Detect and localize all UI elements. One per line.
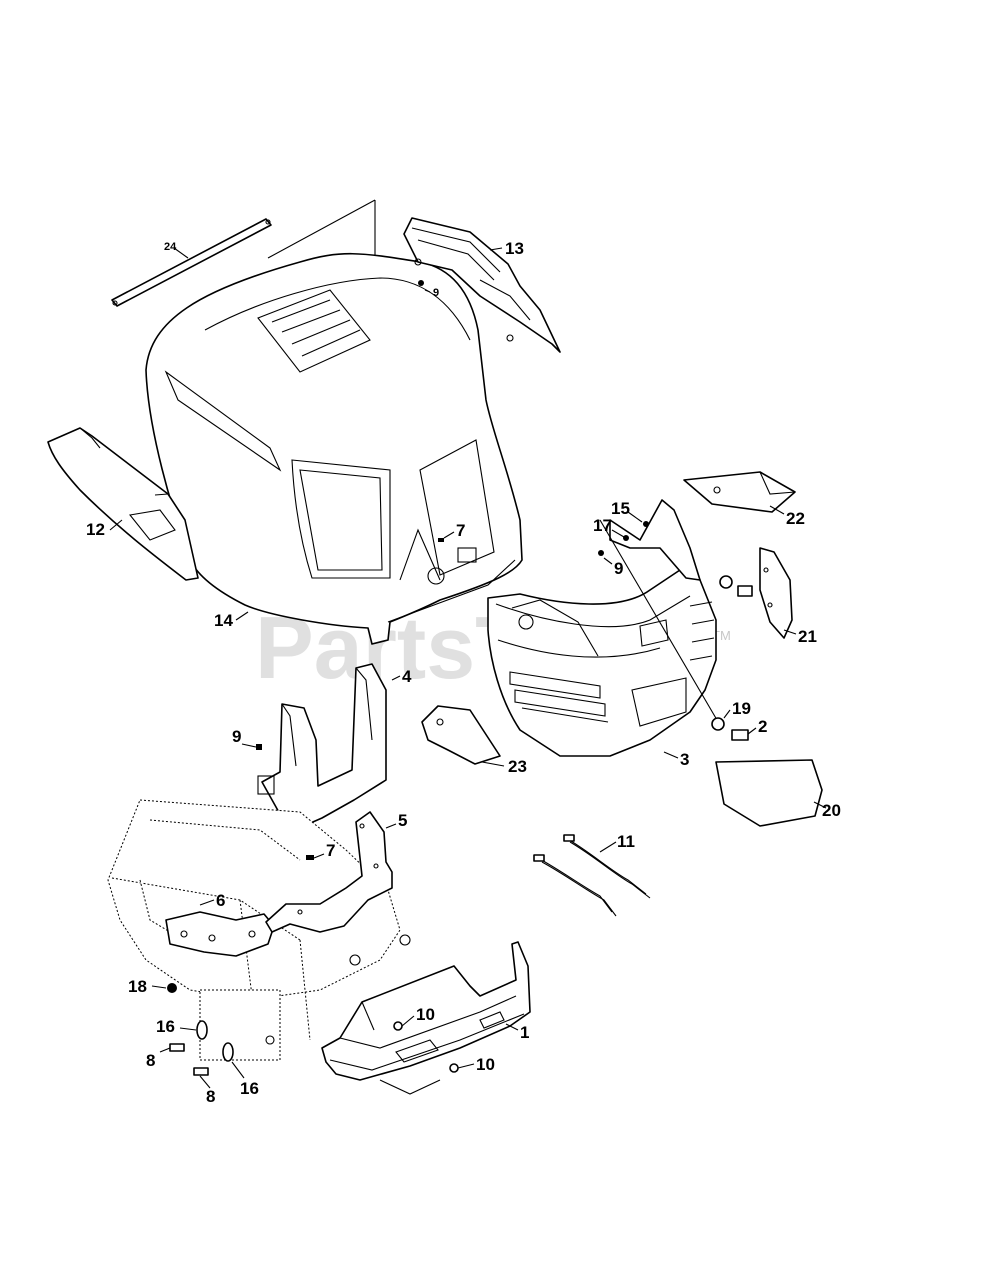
- part-19-nut[interactable]: [711, 717, 725, 731]
- part-7-screw-hood[interactable]: [438, 538, 444, 542]
- part-21-side-trim[interactable]: [759, 547, 793, 639]
- part-6-bracket[interactable]: [165, 911, 275, 957]
- part-23-lens-cover[interactable]: [421, 705, 501, 765]
- part-15-nut[interactable]: [643, 521, 649, 527]
- callout-8-b[interactable]: 8: [206, 1087, 215, 1106]
- part-9-screw-duct[interactable]: [256, 744, 262, 750]
- callout-1[interactable]: 1: [520, 1023, 529, 1042]
- part-4-air-duct[interactable]: [257, 663, 387, 833]
- part-13-rear-bracket[interactable]: [403, 217, 561, 353]
- callout-19[interactable]: 19: [732, 699, 751, 718]
- callout-2[interactable]: 2: [758, 717, 767, 736]
- hardware: [167, 280, 753, 1076]
- part-5-mounting-bracket[interactable]: [265, 811, 393, 933]
- part-7-screw-bracket[interactable]: [306, 855, 314, 860]
- callout-13[interactable]: 13: [505, 239, 524, 258]
- callout-16-b[interactable]: 16: [240, 1079, 259, 1098]
- callout-5[interactable]: 5: [398, 811, 407, 830]
- callout-11[interactable]: 11: [617, 832, 635, 851]
- callout-3[interactable]: 3: [680, 750, 689, 769]
- part-16-washer-b[interactable]: [222, 1042, 234, 1062]
- part-11-wire-harness[interactable]: [533, 834, 651, 917]
- part-8-bolt-b[interactable]: [193, 1067, 209, 1076]
- part-24-hood-rod[interactable]: [111, 218, 272, 307]
- callout-8-a[interactable]: 8: [146, 1051, 155, 1070]
- leader-lines: [109, 247, 827, 1089]
- part-17-washer[interactable]: [623, 535, 629, 541]
- part-2-bolt[interactable]: [731, 729, 749, 741]
- callout-22[interactable]: 22: [786, 509, 805, 528]
- callout-12[interactable]: 12: [86, 520, 105, 539]
- part-9-screw-bracket[interactable]: [418, 280, 424, 286]
- callout-20[interactable]: 20: [822, 801, 841, 820]
- callout-18[interactable]: 18: [128, 977, 147, 996]
- callouts: 24 13 9 12 14 7 15 17 9 22 21 4 9 19 2 2…: [86, 239, 841, 1106]
- part-22-panel[interactable]: [683, 471, 796, 513]
- callout-21[interactable]: 21: [798, 627, 817, 646]
- callout-24[interactable]: 24: [164, 241, 177, 253]
- part-14-hood[interactable]: [145, 252, 523, 645]
- callout-15[interactable]: 15: [611, 499, 630, 518]
- part-2-bolt-upper[interactable]: [737, 585, 753, 597]
- part-20-lens-cover[interactable]: [715, 759, 823, 827]
- part-9-screw-grille[interactable]: [598, 550, 604, 556]
- callout-7-bracket[interactable]: 7: [326, 841, 335, 860]
- part-1-front-bumper[interactable]: [321, 941, 531, 1095]
- part-18-nut[interactable]: [167, 983, 177, 993]
- callout-23[interactable]: 23: [508, 757, 527, 776]
- part-3-grille[interactable]: [487, 499, 718, 757]
- part-12-side-panel-left[interactable]: [47, 427, 199, 581]
- part-8-bolt-a[interactable]: [169, 1043, 185, 1052]
- part-19-nut-upper[interactable]: [719, 575, 733, 589]
- callout-9-grille[interactable]: 9: [614, 559, 623, 578]
- part-10-nut-a[interactable]: [393, 1021, 403, 1031]
- callout-4[interactable]: 4: [402, 667, 412, 686]
- callout-6[interactable]: 6: [216, 891, 225, 910]
- callout-10-b[interactable]: 10: [476, 1055, 495, 1074]
- part-10-nut-b[interactable]: [449, 1063, 459, 1073]
- callout-7-hood[interactable]: 7: [456, 521, 465, 540]
- callout-9-duct[interactable]: 9: [232, 727, 241, 746]
- callout-9-bracket[interactable]: 9: [433, 287, 439, 299]
- callout-17[interactable]: 17: [593, 516, 612, 535]
- callout-14[interactable]: 14: [214, 611, 233, 630]
- callout-16-a[interactable]: 16: [156, 1017, 175, 1036]
- part-16-washer-a[interactable]: [196, 1020, 208, 1040]
- callout-10-a[interactable]: 10: [416, 1005, 435, 1024]
